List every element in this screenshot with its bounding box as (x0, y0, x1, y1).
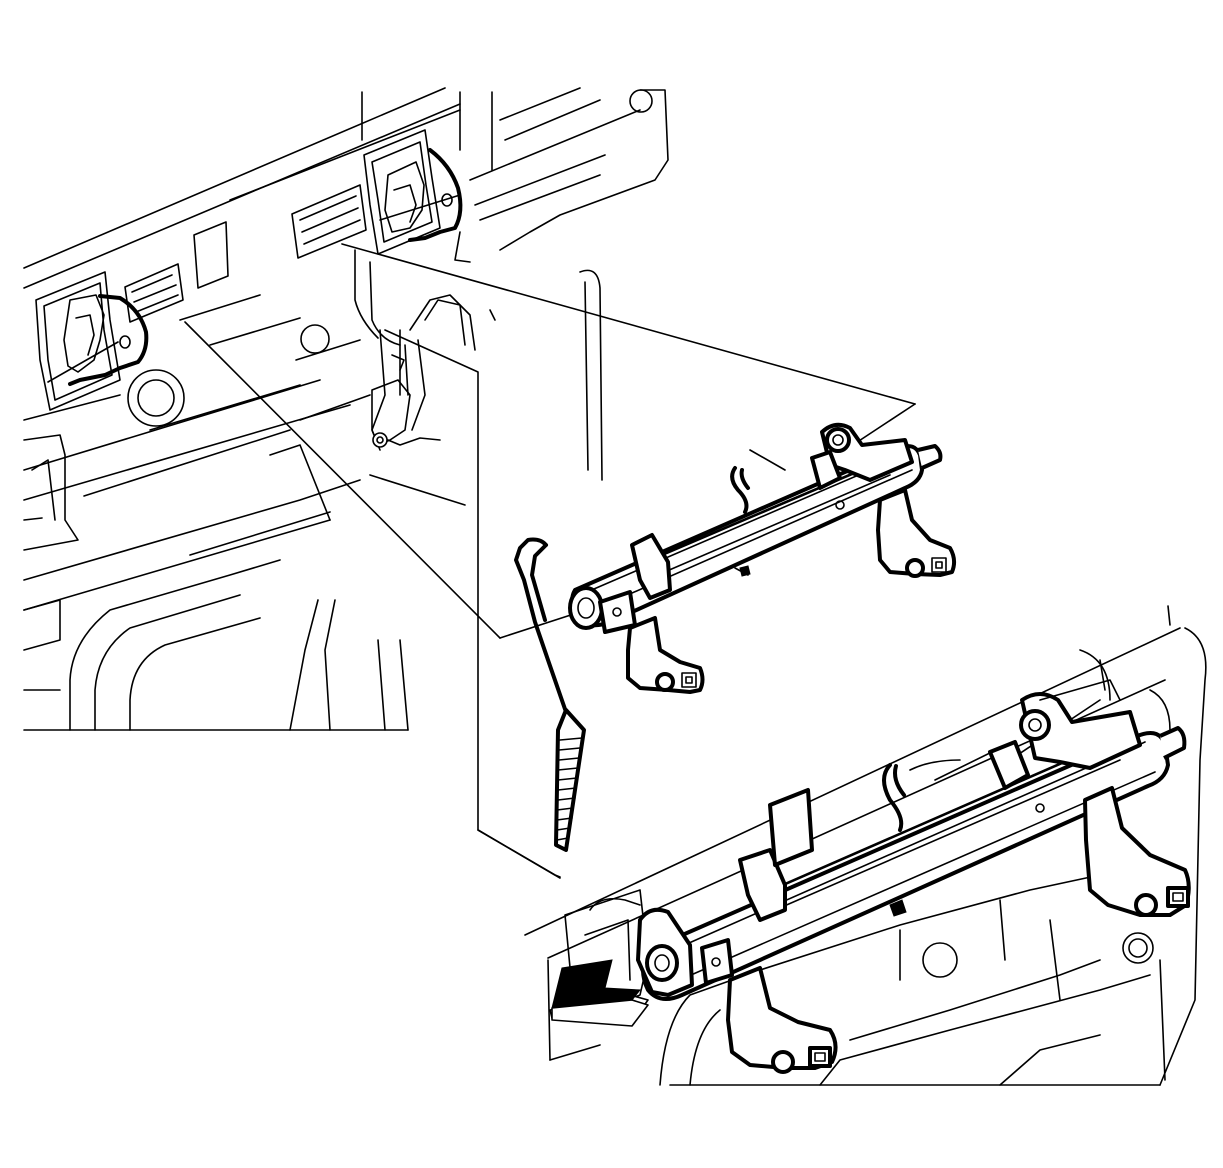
upper-mount-bracket-left (35, 271, 149, 411)
tension-rod (514, 537, 586, 852)
upper-mount-bracket-right (363, 129, 463, 255)
backing-plate (384, 269, 786, 879)
bulkhead-panel (23, 87, 669, 731)
seat-rail-assembly-installed (636, 679, 1191, 1074)
leader-lines (184, 231, 916, 639)
direction-arrow-icon (549, 959, 649, 1027)
rod-thread (556, 737, 583, 841)
seat-rail-assembly-exploded (568, 422, 957, 694)
